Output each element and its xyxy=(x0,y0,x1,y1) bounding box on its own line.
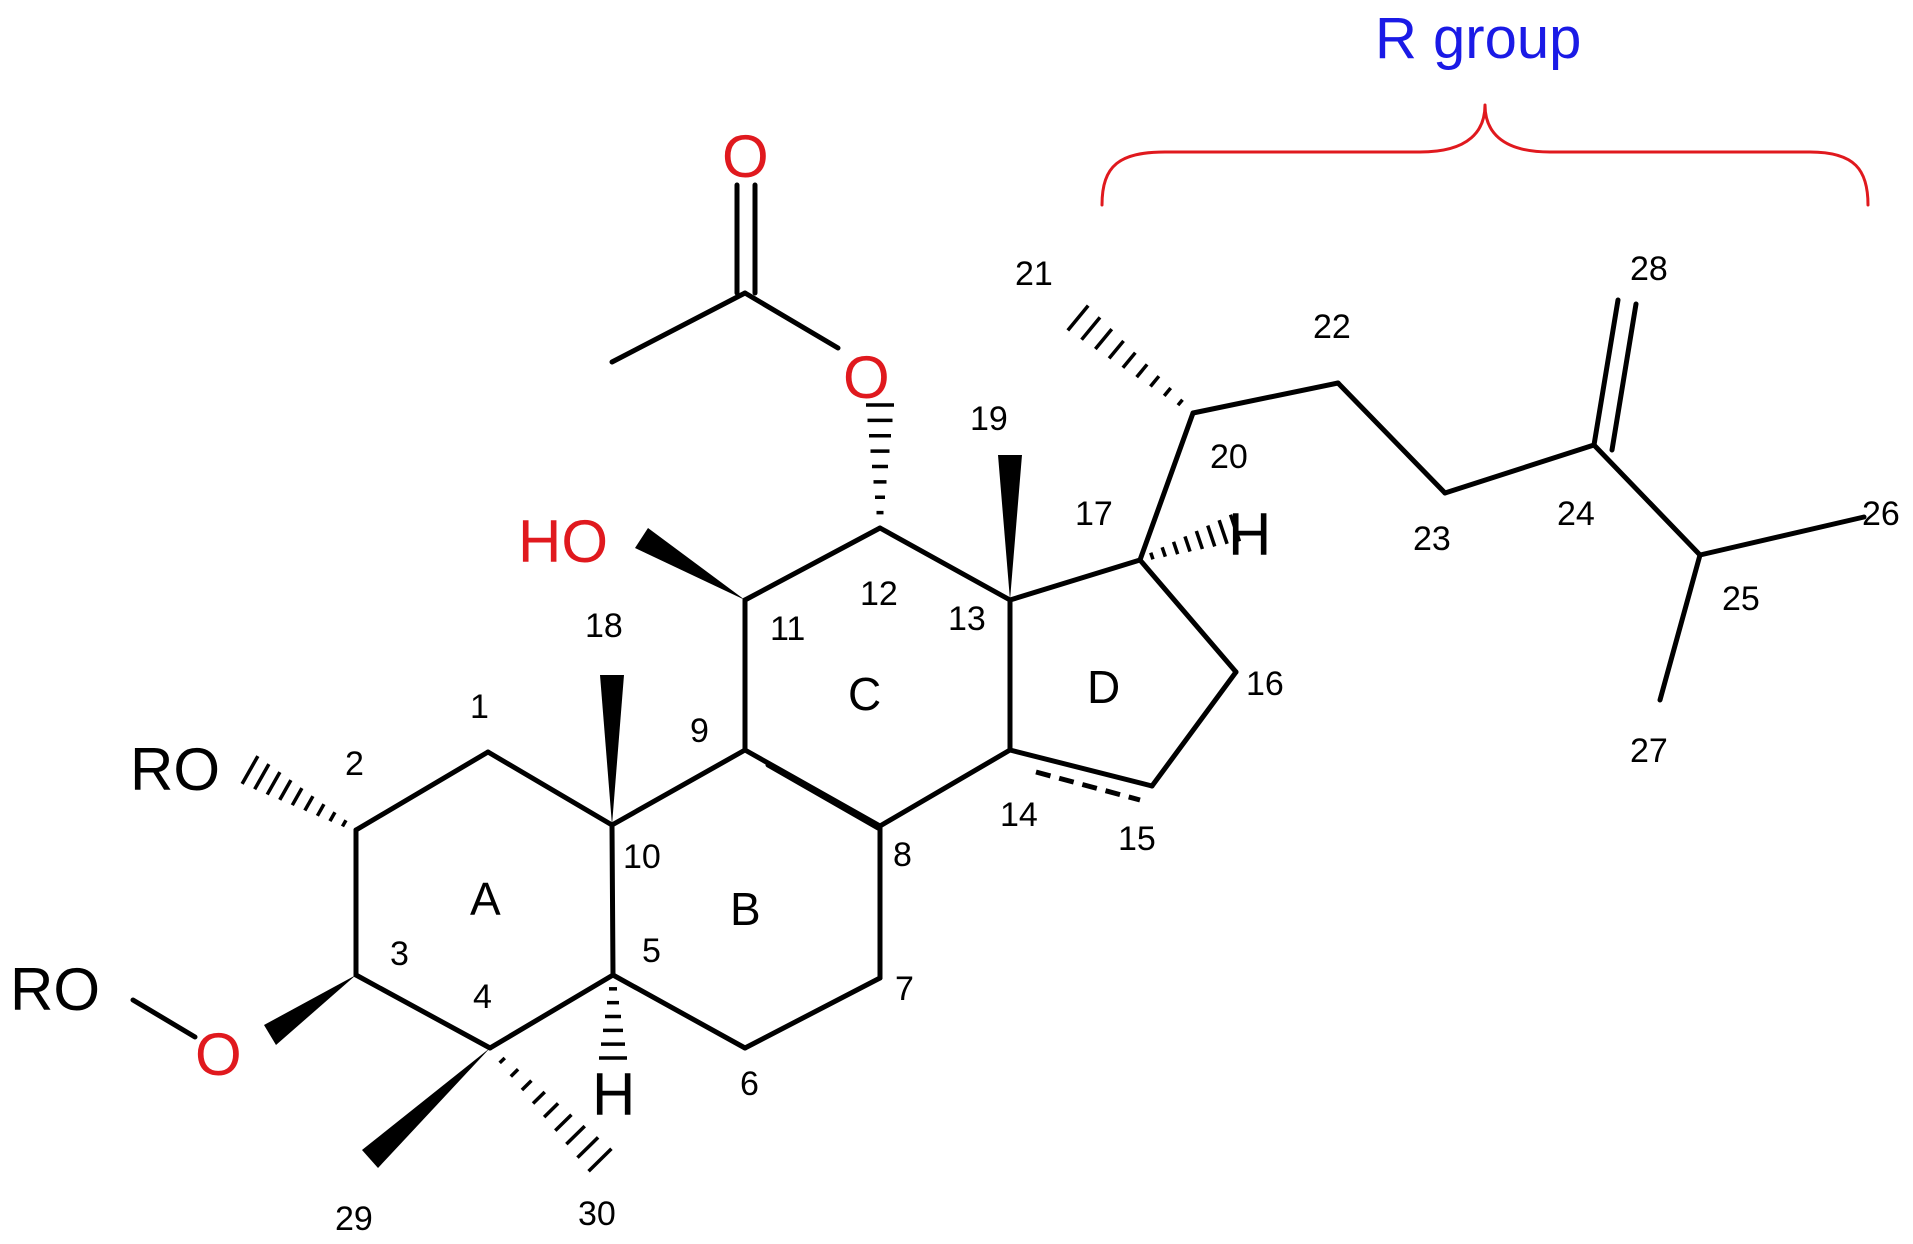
locant-11: 11 xyxy=(770,610,805,648)
locant-18: 18 xyxy=(585,607,623,645)
hash-line xyxy=(520,1079,533,1092)
locant-20: 20 xyxy=(1210,438,1248,476)
hash-line xyxy=(253,763,271,791)
hash-line xyxy=(1194,530,1205,550)
hash-line xyxy=(1183,535,1192,553)
hash-line xyxy=(340,819,348,828)
hash-line xyxy=(509,1068,520,1078)
ring-label-a: A xyxy=(470,873,501,925)
hash-line xyxy=(265,771,282,796)
locant-29: 29 xyxy=(335,1200,373,1238)
locant-22: 22 xyxy=(1313,308,1351,346)
hash-line xyxy=(1217,519,1229,545)
r-group-brace xyxy=(1100,103,1870,207)
locant-1: 1 xyxy=(470,688,489,726)
skeleton-bonds xyxy=(130,182,1867,1051)
locant-23: 23 xyxy=(1413,520,1451,558)
locant-8: 8 xyxy=(893,836,912,874)
locant-15: 15 xyxy=(1118,820,1156,858)
hash-line xyxy=(542,1102,560,1119)
ro-group-c3: RO xyxy=(10,956,100,1023)
hash-line xyxy=(278,779,293,801)
locant-12: 12 xyxy=(860,575,898,613)
ring-label-c: C xyxy=(848,668,881,720)
hash-line xyxy=(1162,386,1173,397)
locant-24: 24 xyxy=(1557,495,1595,533)
locant-13: 13 xyxy=(948,600,986,638)
carbon-locants: 1 2 3 4 5 6 7 8 9 10 11 12 13 14 15 16 1… xyxy=(335,250,1900,1238)
hash-line xyxy=(1149,375,1161,388)
locant-27: 27 xyxy=(1630,732,1668,770)
hash-line xyxy=(1176,398,1184,407)
hash-line xyxy=(240,755,260,785)
hash-line xyxy=(1206,525,1217,547)
hash-line xyxy=(1080,316,1102,341)
locant-5: 5 xyxy=(642,932,661,970)
hash-line xyxy=(531,1090,546,1105)
locant-7: 7 xyxy=(895,970,914,1008)
locant-9: 9 xyxy=(690,712,709,750)
locant-3: 3 xyxy=(390,935,409,973)
hash-line xyxy=(315,803,326,817)
locant-19: 19 xyxy=(970,400,1008,438)
hash-line xyxy=(290,787,304,807)
hash-line xyxy=(576,1136,600,1159)
ester-oxygen: O xyxy=(843,344,890,411)
hash-line xyxy=(1228,514,1242,542)
locant-25: 25 xyxy=(1722,580,1760,618)
hash-line xyxy=(1135,363,1149,379)
hash-line xyxy=(303,795,315,812)
r-group-label: R group xyxy=(1375,6,1581,71)
hash-line xyxy=(565,1124,586,1146)
hash-line xyxy=(554,1113,573,1132)
ring-label-d: D xyxy=(1087,661,1120,713)
locant-21: 21 xyxy=(1015,255,1053,293)
hash-line xyxy=(1093,328,1114,351)
carbonyl-oxygen: O xyxy=(722,123,769,190)
locant-6: 6 xyxy=(740,1065,759,1103)
locant-16: 16 xyxy=(1246,665,1284,703)
hash-line xyxy=(1066,304,1090,332)
hash-line xyxy=(1160,546,1168,558)
c3-oxygen: O xyxy=(195,1021,242,1088)
wedge-bonds xyxy=(264,455,1022,1168)
locant-26: 26 xyxy=(1862,495,1900,533)
locant-2: 2 xyxy=(345,745,364,783)
hydrogen-c5: H xyxy=(592,1061,635,1128)
hashed-bonds xyxy=(240,304,1242,1173)
locant-14: 14 xyxy=(1000,796,1038,834)
hash-line xyxy=(587,1147,613,1173)
locant-17: 17 xyxy=(1075,495,1113,533)
hydroxyl-group: HO xyxy=(518,508,608,575)
c14-c15-dashed-bond xyxy=(1035,769,1141,803)
hash-line xyxy=(1171,541,1180,555)
ring-label-b: B xyxy=(730,883,761,935)
hydrogen-c17: H xyxy=(1228,501,1271,568)
locant-10: 10 xyxy=(623,838,661,876)
hash-line xyxy=(1149,552,1155,560)
hash-line xyxy=(1121,351,1137,369)
locant-4: 4 xyxy=(473,978,492,1016)
hash-line xyxy=(498,1056,506,1065)
hash-line xyxy=(1107,339,1125,360)
hash-line xyxy=(328,811,337,822)
locant-28: 28 xyxy=(1630,250,1668,288)
locant-30: 30 xyxy=(578,1195,616,1233)
ro-group-c2: RO xyxy=(130,736,220,803)
